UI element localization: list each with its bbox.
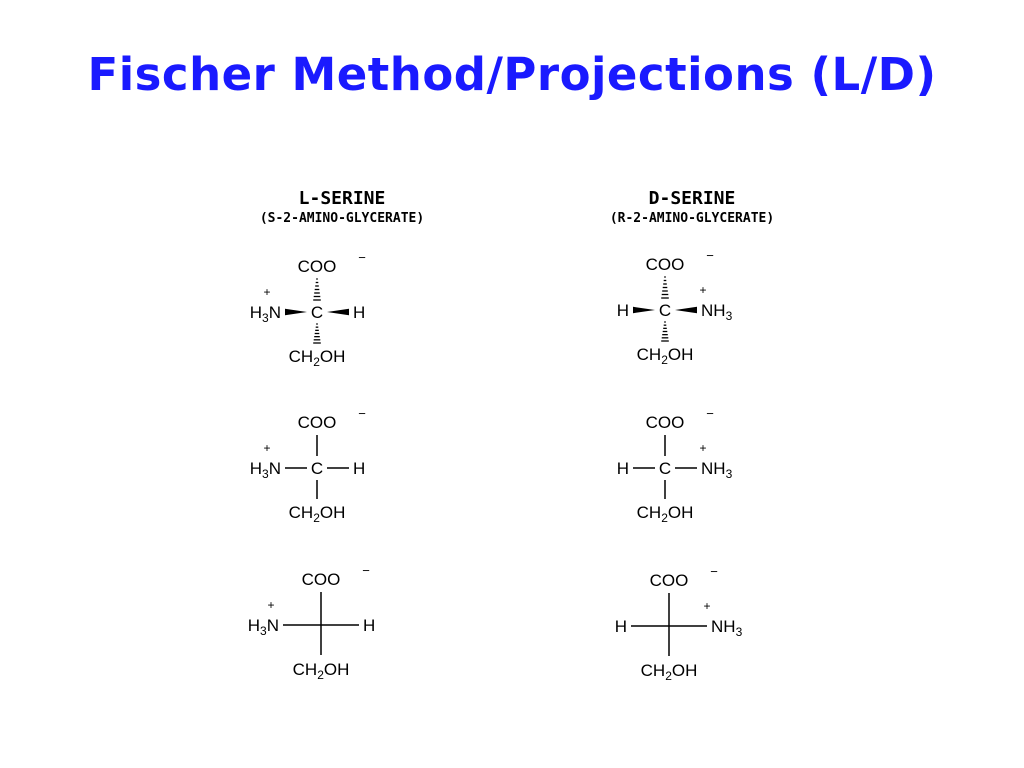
ammonium-group: NH3 <box>701 301 733 323</box>
d-serine-name: D-SERINE <box>648 188 736 209</box>
negative-charge: − <box>362 563 370 578</box>
ammonium-group: H3N <box>250 303 281 325</box>
ch2oh-label: CH2OH <box>637 503 694 525</box>
ammonium-group: H3N <box>250 459 281 481</box>
ch2oh-label: CH2OH <box>289 347 346 369</box>
positive-charge: + <box>267 598 274 612</box>
d-serine-wedge-structure: COO − CH2OH C H NH3 + <box>617 248 733 367</box>
ch2oh-label: CH2OH <box>641 661 698 683</box>
d-serine-cross-structure: COO − CH2OH H NH3+ <box>615 564 743 683</box>
ch2oh-label: CH2OH <box>293 660 350 682</box>
ammonium-group: NH3 <box>701 459 733 481</box>
hashed-bond-down <box>661 321 669 342</box>
d-serine-subtitle: (R-2-AMINO-GLYCERATE) <box>609 211 775 226</box>
hydrogen-label: H <box>353 303 365 322</box>
l-serine-subtitle: (S-2-AMINO-GLYCERATE) <box>259 211 425 226</box>
positive-charge: + <box>699 441 706 455</box>
hashed-bond-up <box>661 276 669 299</box>
coo-label: COO <box>298 257 337 276</box>
d-serine-header: D-SERINE (R-2-AMINO-GLYCERATE) <box>532 188 852 228</box>
l-serine-wedge-structure: COO − CH2OH C H3N H + <box>250 250 366 369</box>
slide-title: Fischer Method/Projections (L/D) <box>87 48 937 101</box>
ch2oh-label: CH2OH <box>289 503 346 525</box>
wedge-bond-right <box>675 306 697 314</box>
ammonium-group: NH3 <box>711 617 743 639</box>
hashed-bond-up <box>313 278 321 301</box>
coo-label: COO <box>646 255 685 274</box>
ch2oh-label: CH2OH <box>637 345 694 367</box>
chiral-carbon-label: C <box>311 303 323 322</box>
ammonium-group: H3N <box>248 616 279 638</box>
positive-charge: + <box>699 283 706 297</box>
chiral-carbon-label: C <box>659 301 671 320</box>
negative-charge: − <box>706 248 714 263</box>
negative-charge: − <box>706 406 714 421</box>
hashed-bond-down <box>313 323 321 344</box>
l-serine-name: L-SERINE <box>298 188 386 209</box>
l-serine-cross-structure: COO − CH2OH H3N H + <box>248 563 376 682</box>
hydrogen-label: H <box>363 616 375 635</box>
wedge-bond-right <box>327 308 349 316</box>
hydrogen-label: H <box>617 459 629 478</box>
negative-charge: − <box>358 250 366 265</box>
chiral-carbon-label: C <box>659 459 671 478</box>
wedge-bond-left <box>285 308 307 316</box>
coo-label: COO <box>646 413 685 432</box>
hydrogen-label: H <box>353 459 365 478</box>
positive-charge: + <box>263 441 270 455</box>
hydrogen-label: H <box>617 301 629 320</box>
negative-charge: − <box>710 564 718 579</box>
coo-label: COO <box>302 570 341 589</box>
coo-label: COO <box>650 571 689 590</box>
hydrogen-label: H <box>615 617 627 636</box>
d-serine-fischer-structure: COO − CH2OH C H NH3 + <box>617 406 733 525</box>
l-serine-fischer-structure: COO − CH2OH C H3N H + <box>250 406 366 525</box>
chiral-carbon-label: C <box>311 459 323 478</box>
coo-label: COO <box>298 413 337 432</box>
l-serine-header: L-SERINE (S-2-AMINO-GLYCERATE) <box>182 188 502 228</box>
positive-charge: + <box>703 599 710 613</box>
negative-charge: − <box>358 406 366 421</box>
wedge-bond-left <box>633 306 655 314</box>
positive-charge: + <box>263 285 270 299</box>
